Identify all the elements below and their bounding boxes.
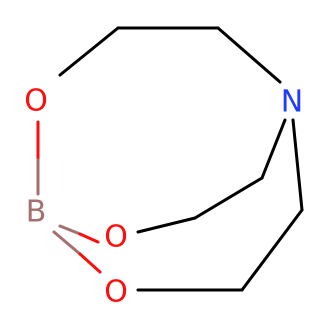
- nitrogen-label: N: [281, 85, 303, 120]
- oxygen-bottom-label: O: [104, 275, 128, 310]
- bond-n-c5: [291, 118, 304, 212]
- bond-otop-c1: [58, 26, 120, 77]
- bond-c4-omid: [136, 216, 197, 234]
- bond-b-obot-b-half: [52, 230, 82, 256]
- oxygen-top-label: O: [24, 84, 48, 119]
- bond-c2-n: [216, 26, 282, 84]
- bond-b-omid-b-half: [58, 224, 82, 236]
- oxygen-middle-label: O: [104, 220, 128, 255]
- bond-c5-c6: [240, 208, 304, 292]
- boron-label: B: [26, 195, 47, 230]
- heteroatom-bonds: [36, 120, 102, 274]
- bond-b-omid-o-half: [78, 232, 100, 244]
- carbon-bonds: [58, 26, 304, 292]
- atom-labels: O B O O N: [24, 84, 303, 310]
- bond-c3-c4: [193, 176, 264, 220]
- bond-b-obot-o-half: [78, 252, 102, 274]
- bond-n-c3: [260, 118, 287, 180]
